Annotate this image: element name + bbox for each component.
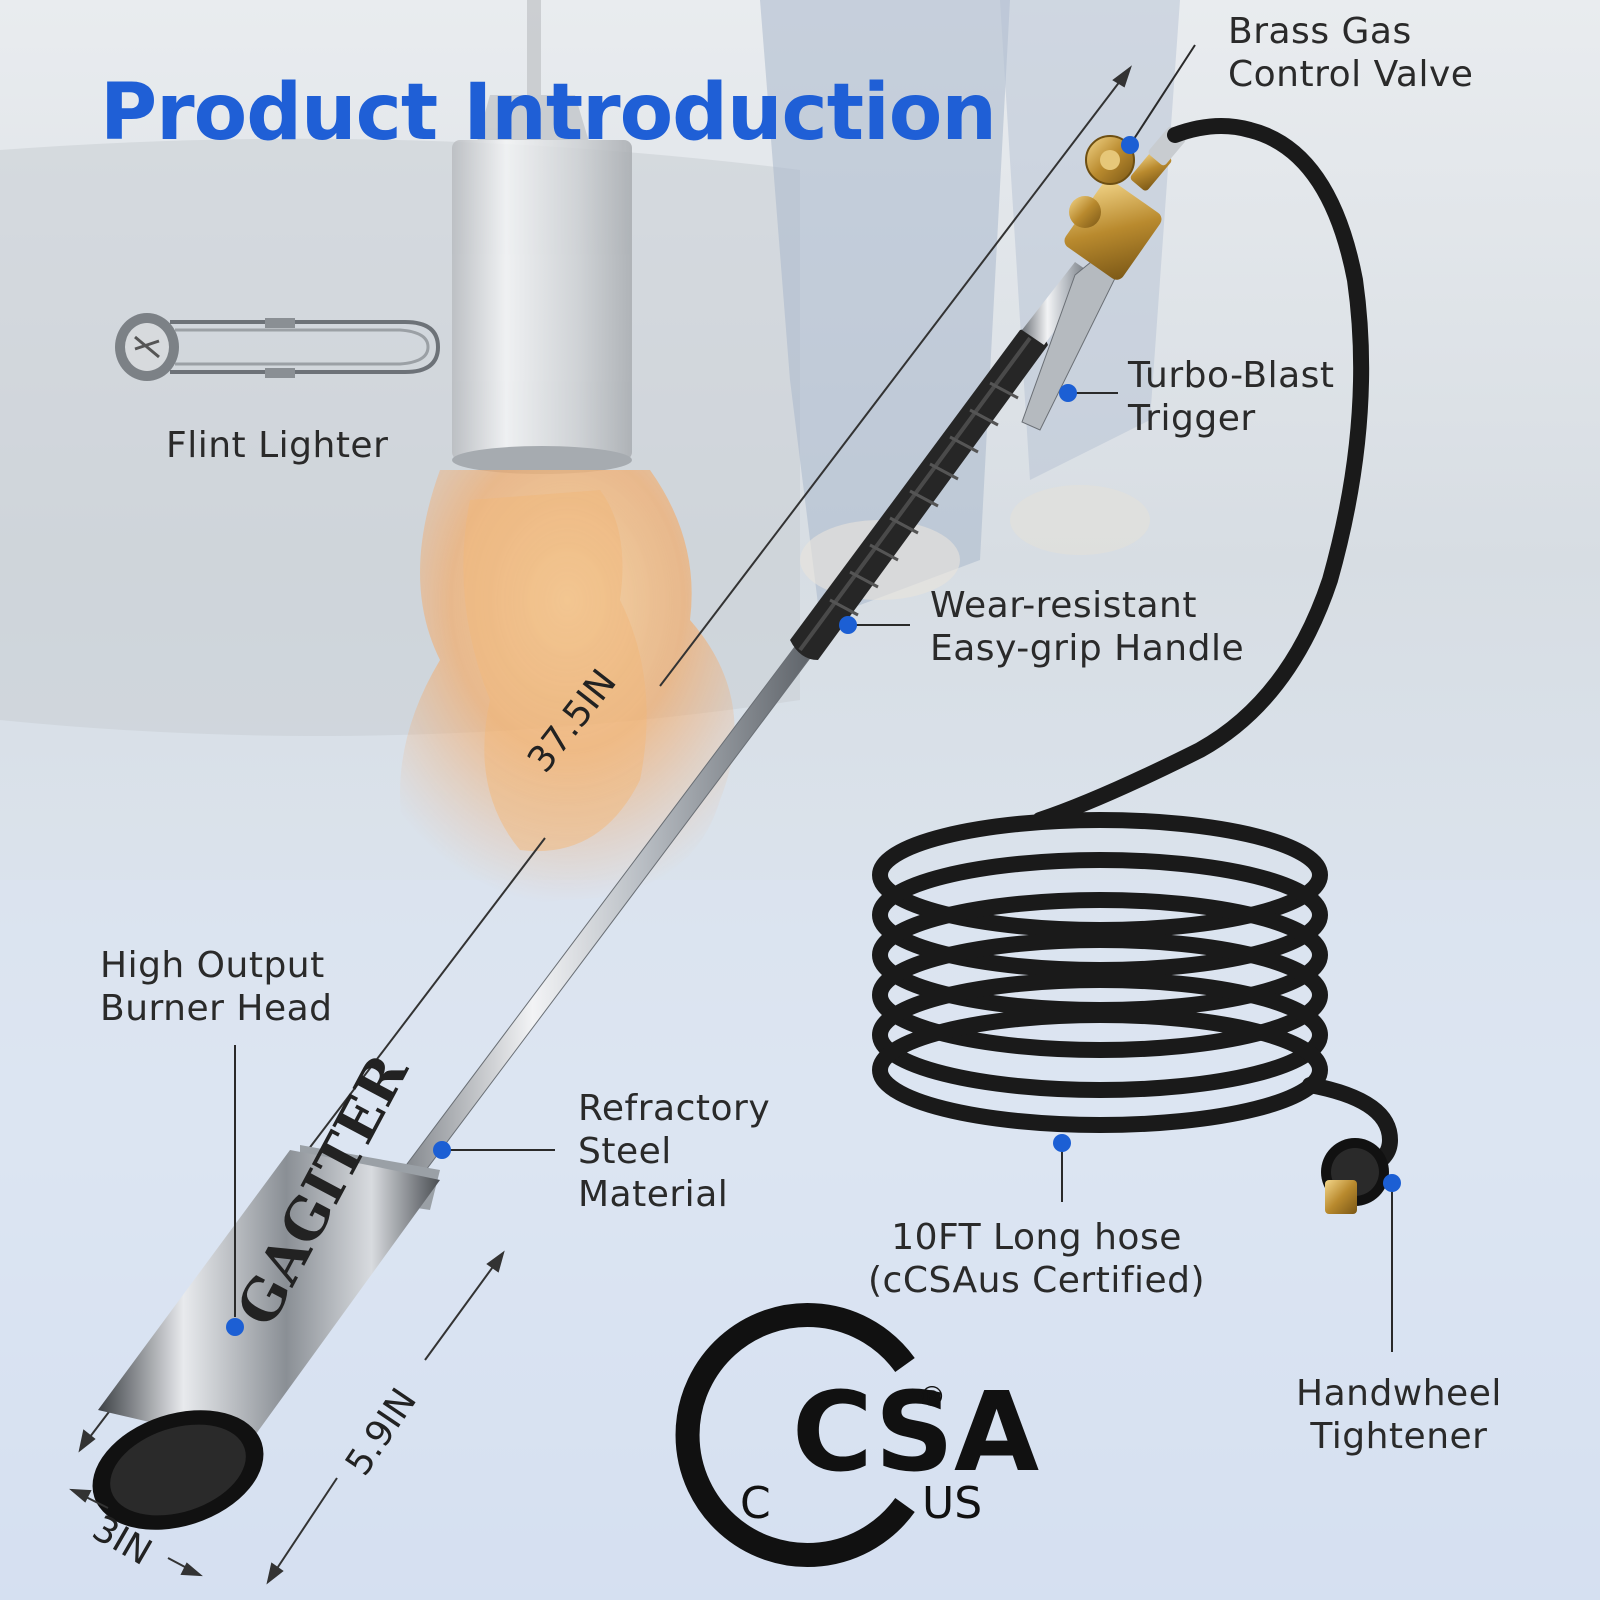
csa-c-label: C bbox=[740, 1478, 771, 1529]
csa-us-label: US bbox=[922, 1478, 983, 1529]
handle-dot bbox=[839, 616, 857, 634]
brass-valve-dot bbox=[1121, 136, 1139, 154]
burner-dot bbox=[226, 1318, 244, 1336]
label-hose: 10FT Long hose(cCSAus Certified) bbox=[868, 1217, 1206, 1301]
brass-valve-body bbox=[1064, 126, 1186, 280]
head-dimension-lines bbox=[69, 1250, 505, 1585]
callout-dots bbox=[226, 136, 1401, 1336]
steel-dot bbox=[433, 1141, 451, 1159]
handwheel-fitting bbox=[1321, 1138, 1389, 1214]
csa-certification-logo: CSA bbox=[675, 1303, 1039, 1567]
csa-mark-text: CSA bbox=[792, 1368, 1039, 1496]
handle-grip-wraps bbox=[829, 381, 1019, 617]
gas-hose bbox=[872, 118, 1399, 1176]
label-flint-lighter: Flint Lighter bbox=[166, 425, 389, 466]
trigger-dot bbox=[1059, 384, 1077, 402]
hose-dot bbox=[1053, 1134, 1071, 1152]
page-title: Product Introduction bbox=[100, 68, 997, 158]
background-burner bbox=[400, 0, 735, 905]
callout-lines bbox=[234, 44, 1393, 1352]
handwheel-dot bbox=[1383, 1174, 1401, 1192]
flint-lighter-image bbox=[115, 313, 441, 381]
csa-registered-mark: ® bbox=[918, 1380, 946, 1413]
